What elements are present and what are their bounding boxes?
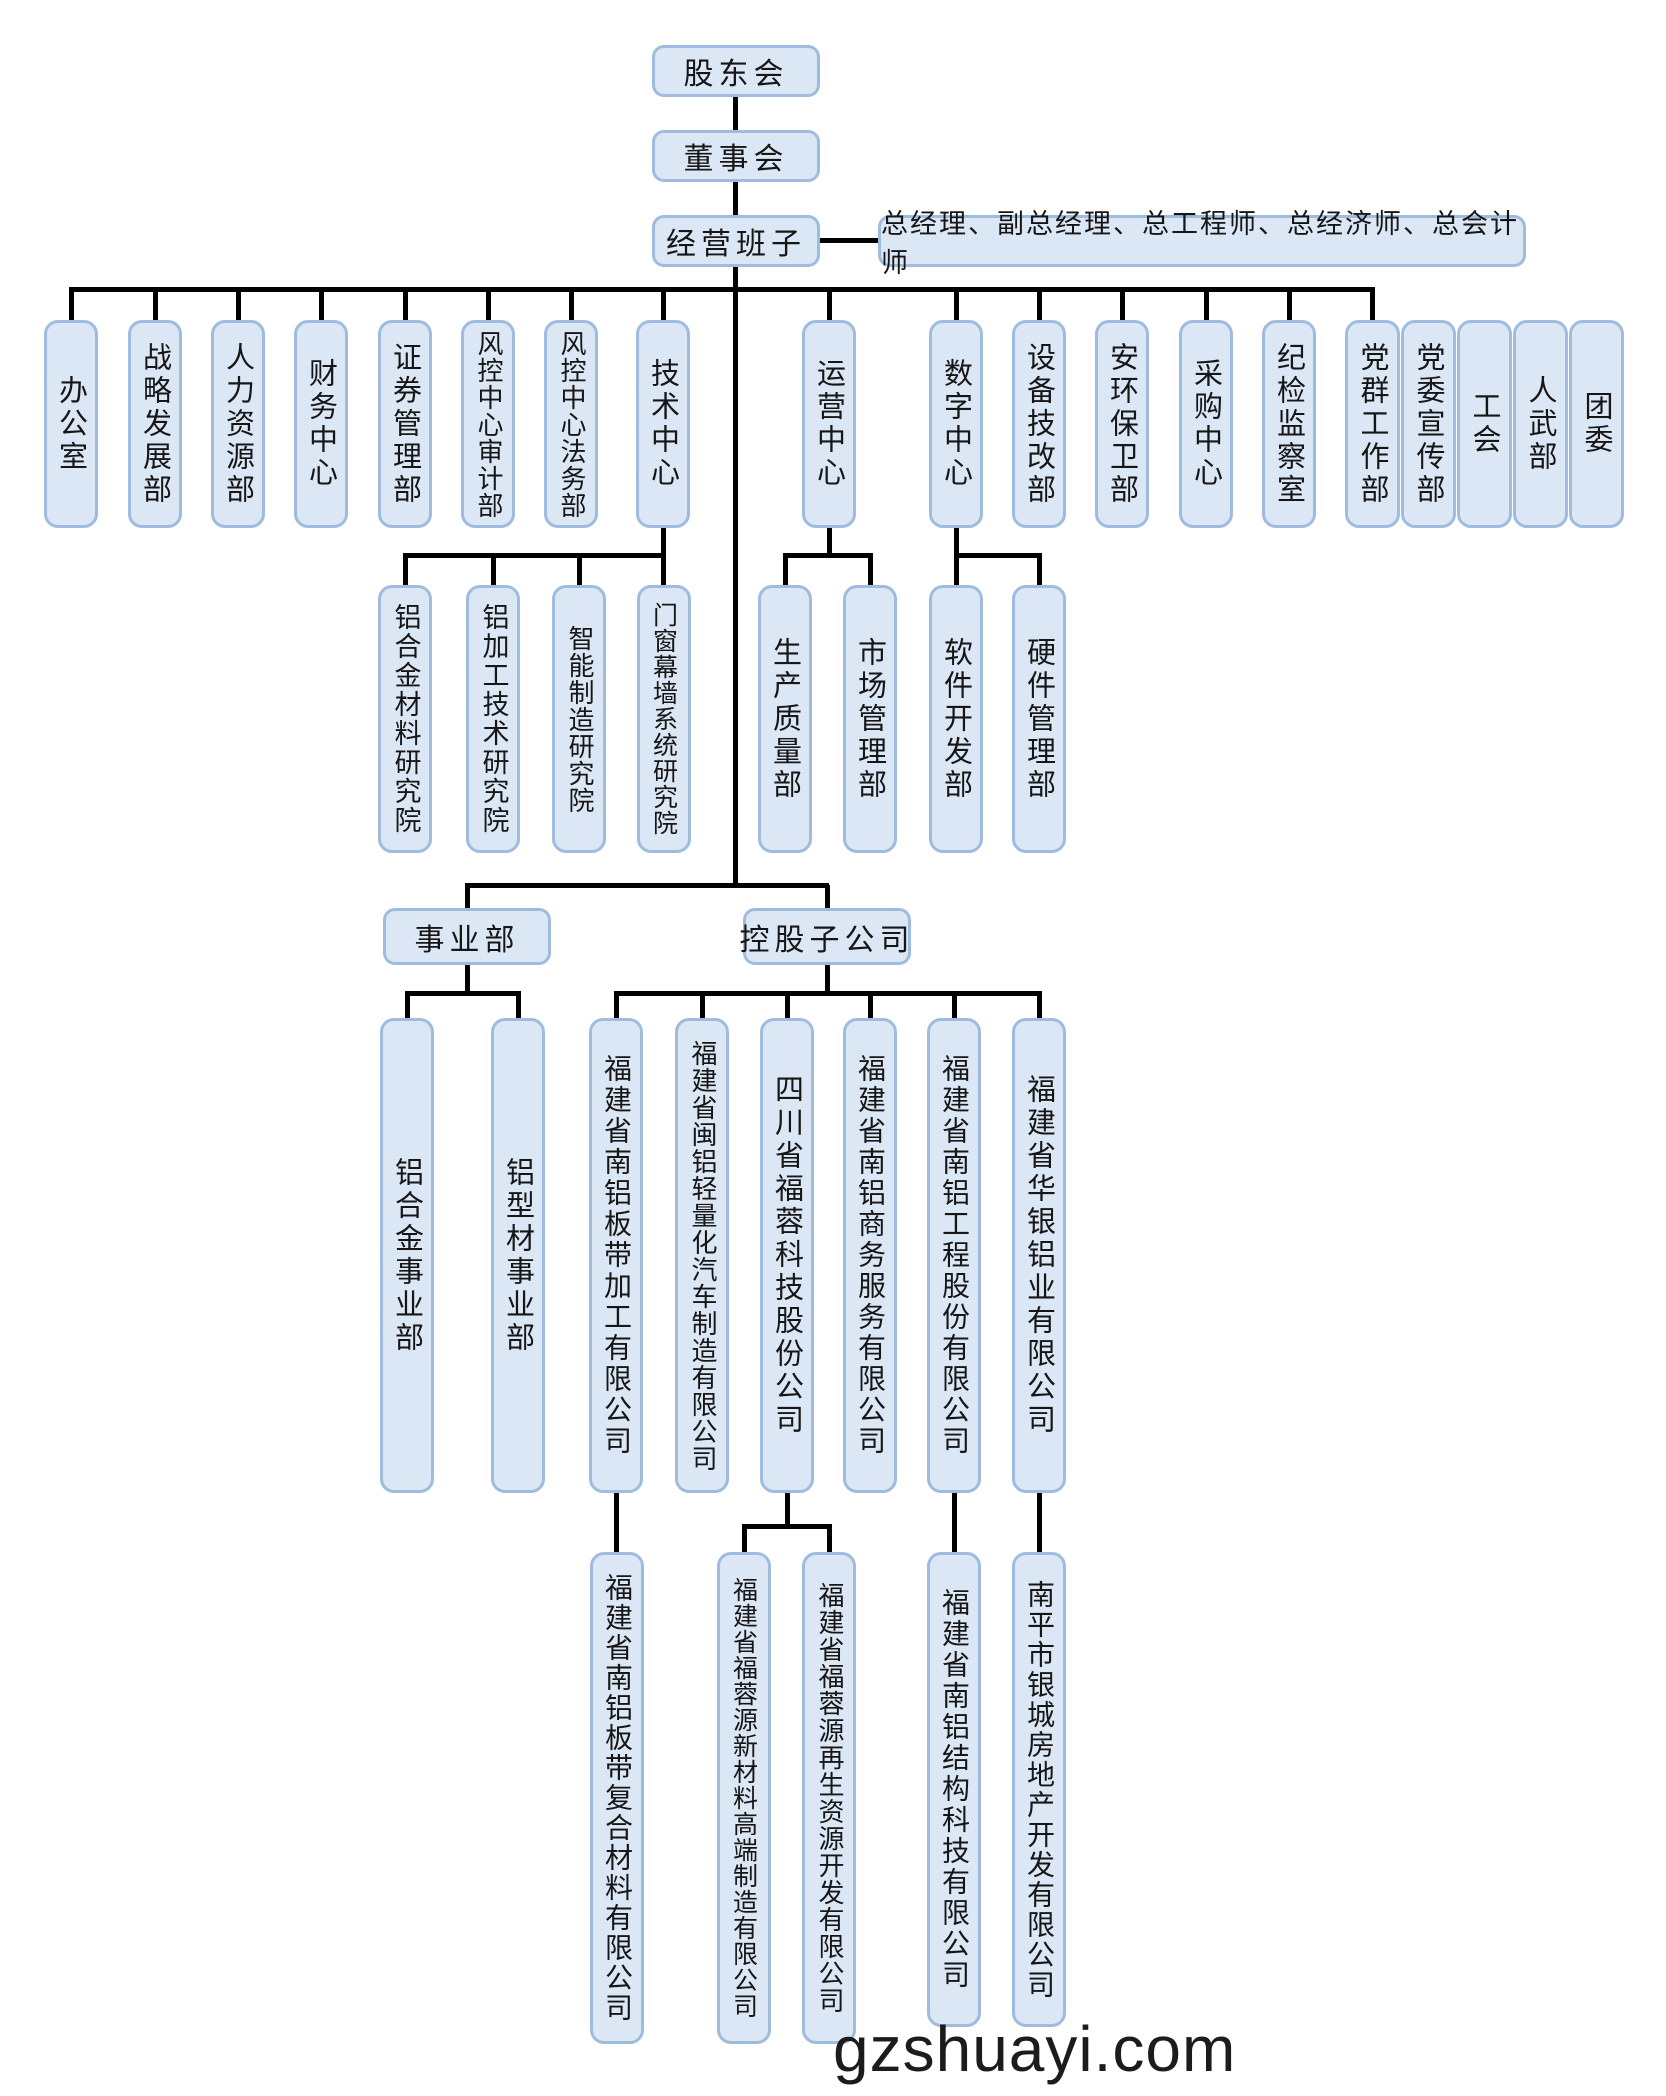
subsidiary-nanlv-strip-processing: 福建省南铝板带加工有限公司: [589, 1018, 643, 1493]
division-aluminum-alloy: 铝合金事业部: [380, 1018, 434, 1493]
subsidiary-nanlv-engineering: 福建省南铝工程股份有限公司: [927, 1018, 981, 1493]
connector-line: [491, 553, 496, 587]
sub-dept-software-development: 软件开发部: [929, 585, 983, 853]
connector-line: [1037, 991, 1042, 1018]
connector-line: [403, 287, 408, 322]
dept-party-committee-publicity: 党委宣传部: [1401, 320, 1456, 528]
connector-line: [465, 883, 829, 888]
subsidiary2-yincheng-real-estate: 南平市银城房地产开发有限公司: [1012, 1552, 1066, 2027]
connector-line: [827, 528, 832, 557]
connector-line: [1037, 1493, 1042, 1554]
connector-line: [742, 1524, 832, 1529]
connector-line: [700, 991, 705, 1018]
connector-line: [614, 991, 1042, 996]
connector-line: [785, 991, 790, 1018]
connector-line: [952, 1493, 957, 1554]
connector-line: [153, 287, 158, 322]
dept-peoples-armed-forces: 人武部: [1513, 320, 1568, 528]
connector-bus-line: [71, 287, 1372, 292]
connector-line: [405, 991, 521, 996]
dept-labor-union: 工会: [1457, 320, 1512, 528]
connector-line: [319, 287, 324, 322]
connector-line: [661, 287, 666, 322]
inst-aluminum-alloy-materials: 铝合金材料研究院: [378, 585, 432, 853]
dept-finance-center: 财务中心: [294, 320, 348, 528]
connector-line: [825, 963, 830, 993]
sub-dept-market-management: 市场管理部: [843, 585, 897, 853]
connector-line: [868, 991, 873, 1018]
connector-line: [1037, 553, 1042, 587]
inst-aluminum-processing-technology: 铝加工技术研究院: [466, 585, 520, 853]
connector-line: [1370, 287, 1375, 322]
dept-risk-control-audit: 风控中心审计部: [461, 320, 515, 528]
connector-line: [954, 553, 1042, 558]
inst-intelligent-manufacturing: 智能制造研究院: [552, 585, 606, 853]
connector-line: [733, 178, 738, 217]
division-aluminum-profile: 铝型材事业部: [491, 1018, 545, 1493]
connector-line: [1287, 287, 1292, 322]
connector-line: [614, 1493, 619, 1554]
dept-procurement-center: 采购中心: [1179, 320, 1233, 528]
connector-line: [783, 553, 873, 558]
connector-line: [465, 963, 470, 993]
connector-line: [1037, 287, 1042, 322]
dept-securities-management: 证券管理部: [378, 320, 432, 528]
inst-door-window-curtain-wall: 门窗幕墙系统研究院: [637, 585, 691, 853]
connector-line: [742, 1524, 747, 1554]
sub-dept-production-quality: 生产质量部: [758, 585, 812, 853]
dept-general-office: 办公室: [44, 320, 98, 528]
connector-line: [783, 553, 788, 587]
dept-equipment-renovation: 设备技改部: [1012, 320, 1066, 528]
dept-discipline-inspection-office: 纪检监察室: [1262, 320, 1316, 528]
dept-strategy-development: 战略发展部: [128, 320, 182, 528]
connector-line: [733, 95, 738, 132]
node-shareholders-meeting: 股东会: [652, 45, 820, 97]
connector-line: [465, 885, 470, 910]
connector-line: [486, 287, 491, 322]
dept-human-resources: 人力资源部: [211, 320, 265, 528]
connector-line: [785, 1493, 790, 1528]
node-business-divisions: 事业部: [383, 908, 551, 965]
connector-trunk-line: [733, 263, 738, 885]
subsidiary2-nanlv-structure-tech: 福建省南铝结构科技有限公司: [927, 1552, 981, 2027]
connector-line: [236, 287, 241, 322]
connector-line: [1204, 287, 1209, 322]
dept-safety-environment-security: 安环保卫部: [1095, 320, 1149, 528]
connector-line: [614, 991, 619, 1018]
subsidiary-sichuan-furong-tech: 四川省福蓉科技股份公司: [760, 1018, 814, 1493]
connector-line: [868, 553, 873, 587]
node-executive-roles: 总经理、副总经理、总工程师、总经济师、总会计师: [878, 209, 1526, 279]
subsidiary2-furongyuan-new-material: 福建省福蓉源新材料高端制造有限公司: [717, 1552, 771, 2044]
subsidiary-huayin-aluminum: 福建省华银铝业有限公司: [1012, 1018, 1066, 1493]
dept-party-mass-work: 党群工作部: [1345, 320, 1400, 528]
connector-line: [952, 991, 957, 1018]
connector-line: [818, 238, 880, 243]
connector-line: [516, 991, 521, 1018]
connector-line: [827, 287, 832, 322]
subsidiary2-furongyuan-recycling: 福建省福蓉源再生资源开发有限公司: [802, 1552, 856, 2044]
dept-technology-center: 技术中心: [636, 320, 690, 528]
sub-dept-hardware-management: 硬件管理部: [1012, 585, 1066, 853]
node-management-team: 经营班子: [652, 215, 820, 267]
connector-line: [569, 287, 574, 322]
subsidiary-nanlv-business-service: 福建省南铝商务服务有限公司: [843, 1018, 897, 1493]
watermark-text: gzshuayi.com: [833, 2013, 1237, 2085]
subsidiary2-nanlv-strip-composite: 福建省南铝板带复合材料有限公司: [590, 1552, 644, 2044]
connector-line: [827, 1524, 832, 1554]
connector-line: [954, 287, 959, 322]
node-holding-subsidiaries: 控股子公司: [740, 908, 911, 965]
connector-line: [825, 885, 830, 910]
node-board-of-directors: 董事会: [652, 130, 820, 182]
connector-line: [403, 553, 666, 558]
dept-risk-control-legal: 风控中心法务部: [544, 320, 598, 528]
connector-line: [69, 287, 74, 322]
subsidiary-minlv-lightweight-auto: 福建省闽铝轻量化汽车制造有限公司: [675, 1018, 729, 1493]
connector-line: [403, 553, 408, 587]
connector-line: [1120, 287, 1125, 322]
dept-youth-league: 团委: [1569, 320, 1624, 528]
dept-digital-center: 数字中心: [929, 320, 983, 528]
dept-operations-center: 运营中心: [802, 320, 856, 528]
connector-line: [577, 553, 582, 587]
connector-line: [405, 991, 410, 1018]
